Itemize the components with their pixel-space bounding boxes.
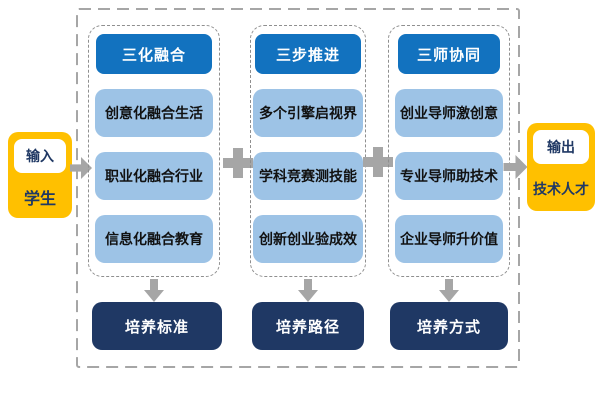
column-1-item: 信息化融合教育 [95, 215, 213, 263]
column-3-result-box: 培养方式 [390, 302, 508, 350]
column-3-item: 创业导师激创意 [395, 89, 503, 137]
column-2-item: 学科竞赛测技能 [253, 152, 363, 200]
column-1-item: 职业化融合行业 [95, 152, 213, 200]
input-right-arrow-icon [70, 157, 92, 179]
input-label: 输入 [14, 139, 66, 173]
down-arrow-icon [298, 279, 318, 302]
process-container-border [76, 8, 520, 368]
column-1: 三化融合 创意化融合生活 职业化融合行业 信息化融合教育 [88, 25, 220, 277]
column-3-item: 专业导师助技术 [395, 152, 503, 200]
output-label: 输出 [533, 130, 589, 164]
down-arrow-icon [439, 279, 459, 302]
output-box: 输出 技术人才 [527, 123, 595, 211]
column-2-header: 三步推进 [255, 34, 361, 74]
input-value: 学生 [23, 191, 56, 208]
column-2-item: 多个引擎启视界 [253, 89, 363, 137]
column-1-header: 三化融合 [96, 34, 212, 74]
column-3-header: 三师协同 [398, 34, 500, 74]
column-3: 三师协同 创业导师激创意 专业导师助技术 企业导师升价值 [388, 25, 510, 277]
output-right-arrow-icon [503, 155, 528, 179]
column-1-item: 创意化融合生活 [95, 89, 213, 137]
column-2-result-box: 培养路径 [252, 302, 364, 350]
output-value: 技术人才 [533, 181, 589, 197]
plus-icon [363, 147, 393, 177]
column-3-item: 企业导师升价值 [395, 215, 503, 263]
input-box: 输入 学生 [8, 132, 72, 218]
column-1-result-box: 培养标准 [92, 302, 222, 350]
down-arrow-icon [144, 279, 164, 302]
column-2: 三步推进 多个引擎启视界 学科竞赛测技能 创新创业验成效 [250, 25, 366, 277]
column-2-item: 创新创业验成效 [253, 215, 363, 263]
plus-icon [223, 148, 253, 178]
